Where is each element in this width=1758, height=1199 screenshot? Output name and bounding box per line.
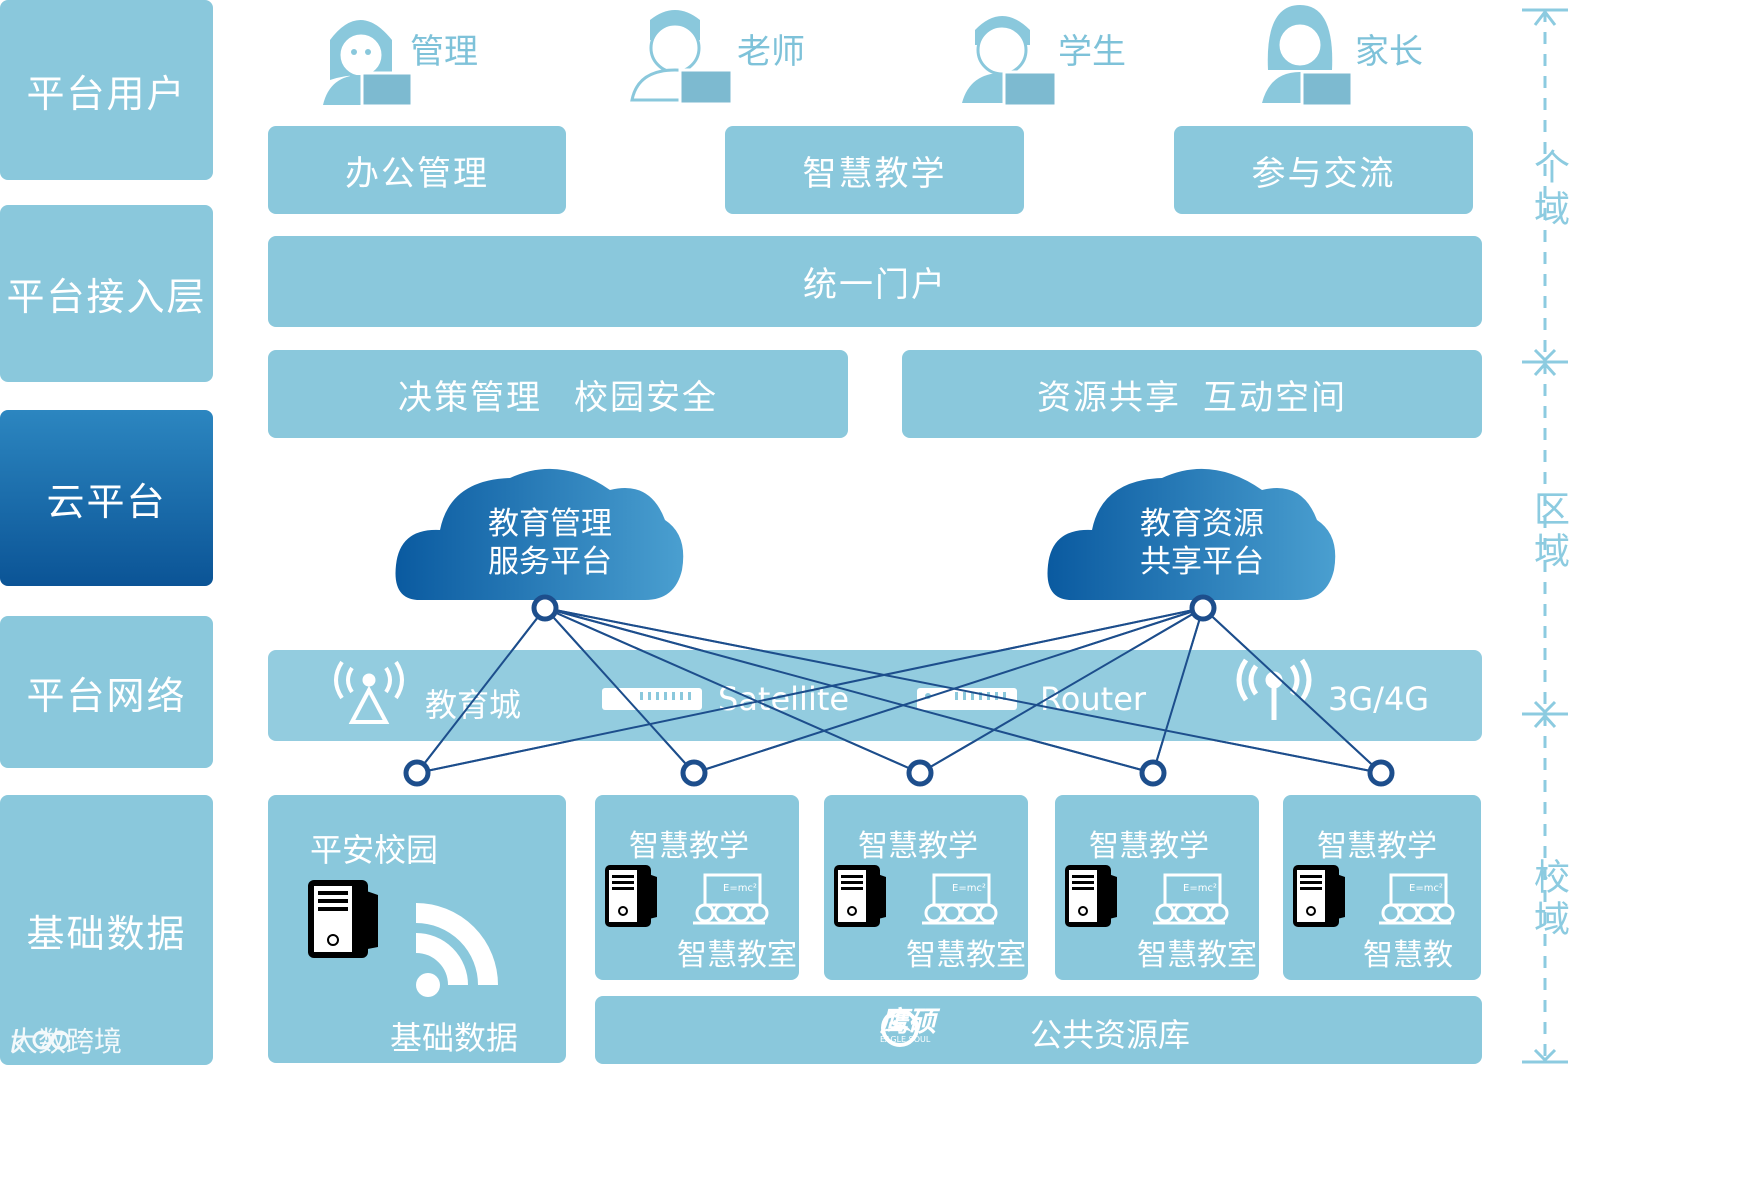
server-icon xyxy=(834,865,886,927)
domain-label-school: 校域 xyxy=(1528,858,1569,942)
classroom-icon: E=mc² xyxy=(922,873,998,925)
domain-label-region: 区域 xyxy=(1528,490,1569,574)
network-label-edu-city: 教育城 xyxy=(425,686,522,724)
watermark-text: 大数跨境 xyxy=(10,1025,123,1058)
teacher-user-icon xyxy=(630,10,734,106)
network-label-satellite: Satellite xyxy=(718,680,850,718)
classroom-graphics: E=mc² xyxy=(1293,865,1455,927)
server-icon xyxy=(308,880,378,958)
classroom-sub: 智慧教室 xyxy=(1137,938,1257,973)
cloud-left xyxy=(395,468,684,600)
app-participation: 参与交流 xyxy=(1174,126,1473,214)
cloud-right xyxy=(1047,468,1336,600)
classroom-sub: 智慧教室 xyxy=(677,938,797,973)
layer-network: 平台网络 xyxy=(0,616,213,768)
classroom-card-1: 智慧教学 E=mc² 智慧教室 xyxy=(595,795,799,980)
classroom-icon: E=mc² xyxy=(1379,873,1455,925)
app-smart-teaching: 智慧教学 xyxy=(725,126,1024,214)
eagle-logo-icon xyxy=(881,1009,919,1047)
service-decision: 决策管理 xyxy=(398,377,542,418)
classroom-title: 智慧教学 xyxy=(629,829,749,864)
classroom-title: 智慧教学 xyxy=(858,829,978,864)
app-office-management: 办公管理 xyxy=(268,126,566,214)
network-label-3g4g: 3G/4G xyxy=(1328,680,1430,718)
classroom-title: 智慧教学 xyxy=(1089,829,1209,864)
classroom-title: 智慧教学 xyxy=(1317,829,1437,864)
server-icon xyxy=(1293,865,1345,927)
server-icon xyxy=(605,865,657,927)
unified-portal: 统一门户 xyxy=(268,236,1482,327)
campus-safe-title: 平安校园 xyxy=(310,831,439,869)
classroom-graphics: E=mc² xyxy=(1065,865,1229,927)
campus-safe-graphics xyxy=(308,880,498,997)
rss-icon xyxy=(415,903,498,997)
classroom-card-4: 智慧教学 E=mc² 智慧教室 xyxy=(1283,795,1481,1017)
services-left: 决策管理 校园安全 xyxy=(268,350,848,438)
classroom-card-2: 智慧教学 E=mc² 智慧教室 xyxy=(824,795,1028,980)
user-label-parent: 家长 xyxy=(1355,32,1423,72)
svg-text:E=mc²: E=mc² xyxy=(1183,883,1217,894)
service-resource-sharing: 资源共享 xyxy=(1037,377,1181,418)
public-resource-library: 鹰硕 EAGLE SOUL 公共资源库 xyxy=(595,996,1482,1064)
classroom-icon: E=mc² xyxy=(693,873,769,925)
svg-text:E=mc²: E=mc² xyxy=(723,883,757,894)
layer-cloud: 云平台 xyxy=(0,410,213,586)
domain-axis xyxy=(1522,8,1568,1064)
logo-subtext: EAGLE SOUL xyxy=(880,1035,931,1044)
services-right: 资源共享 互动空间 xyxy=(902,350,1482,438)
user-label-teacher: 老师 xyxy=(737,32,805,72)
campus-safe-sub: 基础数据 xyxy=(390,1019,519,1057)
svg-text:E=mc²: E=mc² xyxy=(952,883,986,894)
layer-access: 平台接入层 xyxy=(0,205,213,382)
svg-text:k: k xyxy=(10,1025,29,1060)
cloud-right-label: 教育资源 共享平台 xyxy=(1140,506,1264,580)
classroom-card-3: 智慧教学 E=mc² 智慧教室 xyxy=(1055,795,1259,980)
classroom-graphics: E=mc² xyxy=(834,865,998,927)
cloud-left-label: 教育管理 服务平台 xyxy=(488,506,612,580)
svg-text:E=mc²: E=mc² xyxy=(1409,883,1443,894)
service-campus-safety: 校园安全 xyxy=(574,377,718,418)
classroom-icon: E=mc² xyxy=(1153,873,1229,925)
watermark: k 大数跨境 xyxy=(10,1020,122,1060)
layer-platform-users: 平台用户 xyxy=(0,0,213,180)
campus-safe-card: 平安校园 基础数据 xyxy=(268,795,566,1063)
student-user-icon xyxy=(962,16,1058,108)
classroom-sub: 智慧教室 xyxy=(906,938,1026,973)
resource-library-label: 公共资源库 xyxy=(1030,1016,1191,1054)
classroom-graphics: E=mc² xyxy=(605,865,769,927)
server-icon xyxy=(1065,865,1117,927)
network-label-router: Router xyxy=(1040,680,1147,718)
layer-base-data: 基础数据 xyxy=(0,795,213,1065)
parent-user-icon xyxy=(1262,5,1354,108)
domain-label-individual: 个域 xyxy=(1528,148,1569,232)
user-label-admin: 管理 xyxy=(410,32,478,72)
service-interactive-space: 互动空间 xyxy=(1203,377,1347,418)
watermark-logo-icon: k xyxy=(10,1025,70,1060)
admin-user-icon xyxy=(323,20,414,108)
eagle-soul-logo: 鹰硕 EAGLE SOUL xyxy=(880,1008,936,1047)
user-label-student: 学生 xyxy=(1058,32,1126,72)
